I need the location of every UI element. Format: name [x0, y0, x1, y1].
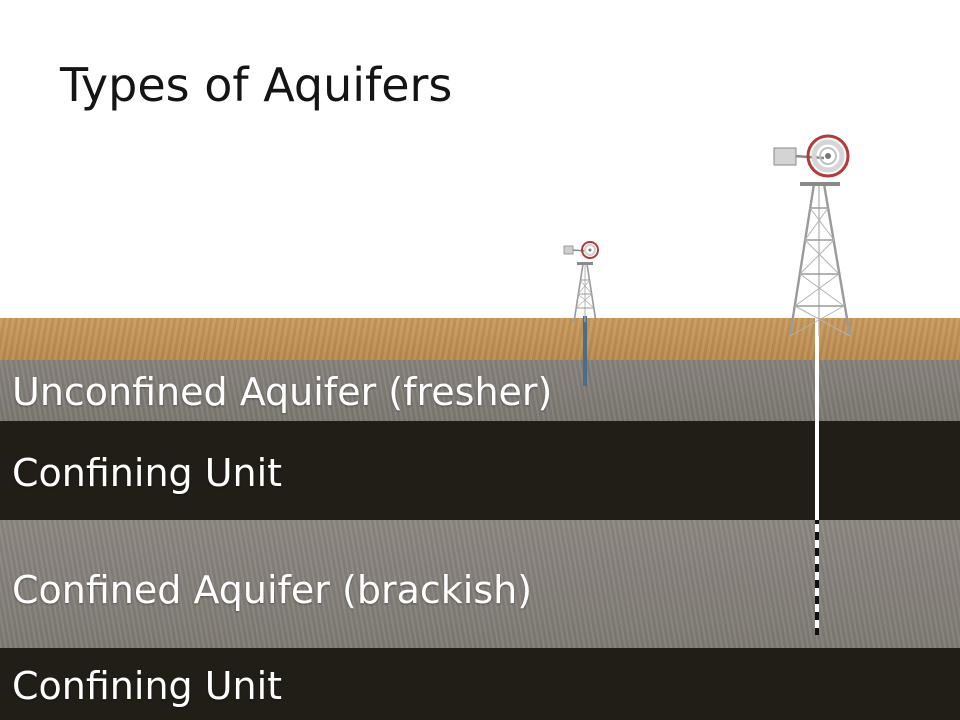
shallow-well-pipe — [583, 316, 587, 386]
confining-unit-upper-layer: Confining Unit — [0, 421, 960, 520]
small-windmill-icon — [563, 241, 599, 323]
large-windmill-icon — [773, 134, 852, 337]
confining-unit-lower-label: Confining Unit — [12, 664, 283, 708]
unconfined-aquifer-label: Unconfined Aquifer (fresher) — [12, 370, 553, 414]
confining-unit-lower-layer: Confining Unit — [0, 648, 960, 720]
confining-unit-upper-label: Confining Unit — [12, 451, 283, 495]
confined-aquifer-layer: Confined Aquifer (brackish) — [0, 520, 960, 648]
page-title: Types of Aquifers — [60, 58, 453, 112]
unconfined-aquifer-layer: Unconfined Aquifer (fresher) — [0, 360, 960, 421]
confined-aquifer-label: Confined Aquifer (brackish) — [12, 568, 533, 612]
topsoil-layer — [0, 318, 960, 360]
deep-well-pipe — [815, 310, 819, 635]
